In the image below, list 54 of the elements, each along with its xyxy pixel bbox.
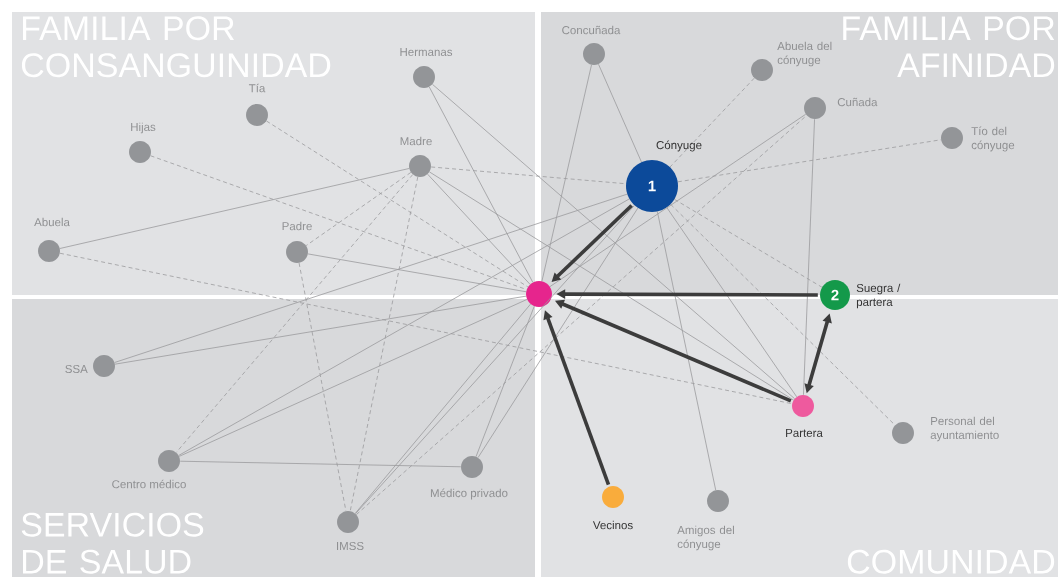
dashed-line [266,120,529,288]
dashed-line [670,203,896,426]
connector-line [477,207,639,458]
node-label: Madre [400,136,432,146]
node-label: Vecinos [592,520,633,530]
connector-line [429,171,794,401]
connector-line [354,303,531,514]
dashed-line [677,139,942,183]
node-label: Cuñada [837,97,878,107]
connector-line [307,253,527,293]
connector-line [475,305,535,457]
connector-line [355,205,635,515]
node-label: Cónyuge [656,140,702,152]
connector-line [541,64,592,282]
connector-line [178,299,528,457]
connector-line [803,118,815,396]
dashed-line [59,252,793,405]
connector-line [427,173,531,285]
connector-line [114,193,628,363]
node-label: Abuela [34,217,70,227]
connector-line [178,198,630,456]
node-label: Centro médico [112,479,186,489]
node-label: Personal del ayuntamiento [930,416,999,442]
node-label: Padre [282,221,312,231]
dashed-line [674,199,823,288]
connector-line [59,168,410,249]
node-label: Concuñada [562,25,621,35]
connector-line [179,460,462,468]
connector-line [114,295,527,365]
node-label: Médico privado [430,488,508,500]
node-label: Hijas [131,122,156,134]
node-circle [526,281,552,307]
dashed-line [175,174,414,453]
node-label: Tío del cónyuge [971,126,1015,152]
node-label: IMSS [337,541,364,551]
connector-line [428,86,534,283]
connector-line [432,83,795,400]
connector-line [598,63,642,163]
dashed-line [349,176,419,512]
node-label: Partera [786,429,823,437]
node-label: Suegra / partera [856,283,901,309]
node-label: Abuela del cónyuge [777,41,832,67]
node-label: SSA [65,364,88,374]
dashed-line [298,262,347,512]
dashed-line [305,172,412,246]
dashed-line [356,115,807,515]
node-label: Hermanas [400,48,453,56]
connector-line [549,113,807,287]
connector-line [657,211,717,491]
dashed-line [150,155,527,290]
node-label: Amigos del cónyuge [677,525,734,551]
connector-line [666,207,798,398]
node-label: Tía [248,83,266,93]
dashed-line [669,77,755,168]
